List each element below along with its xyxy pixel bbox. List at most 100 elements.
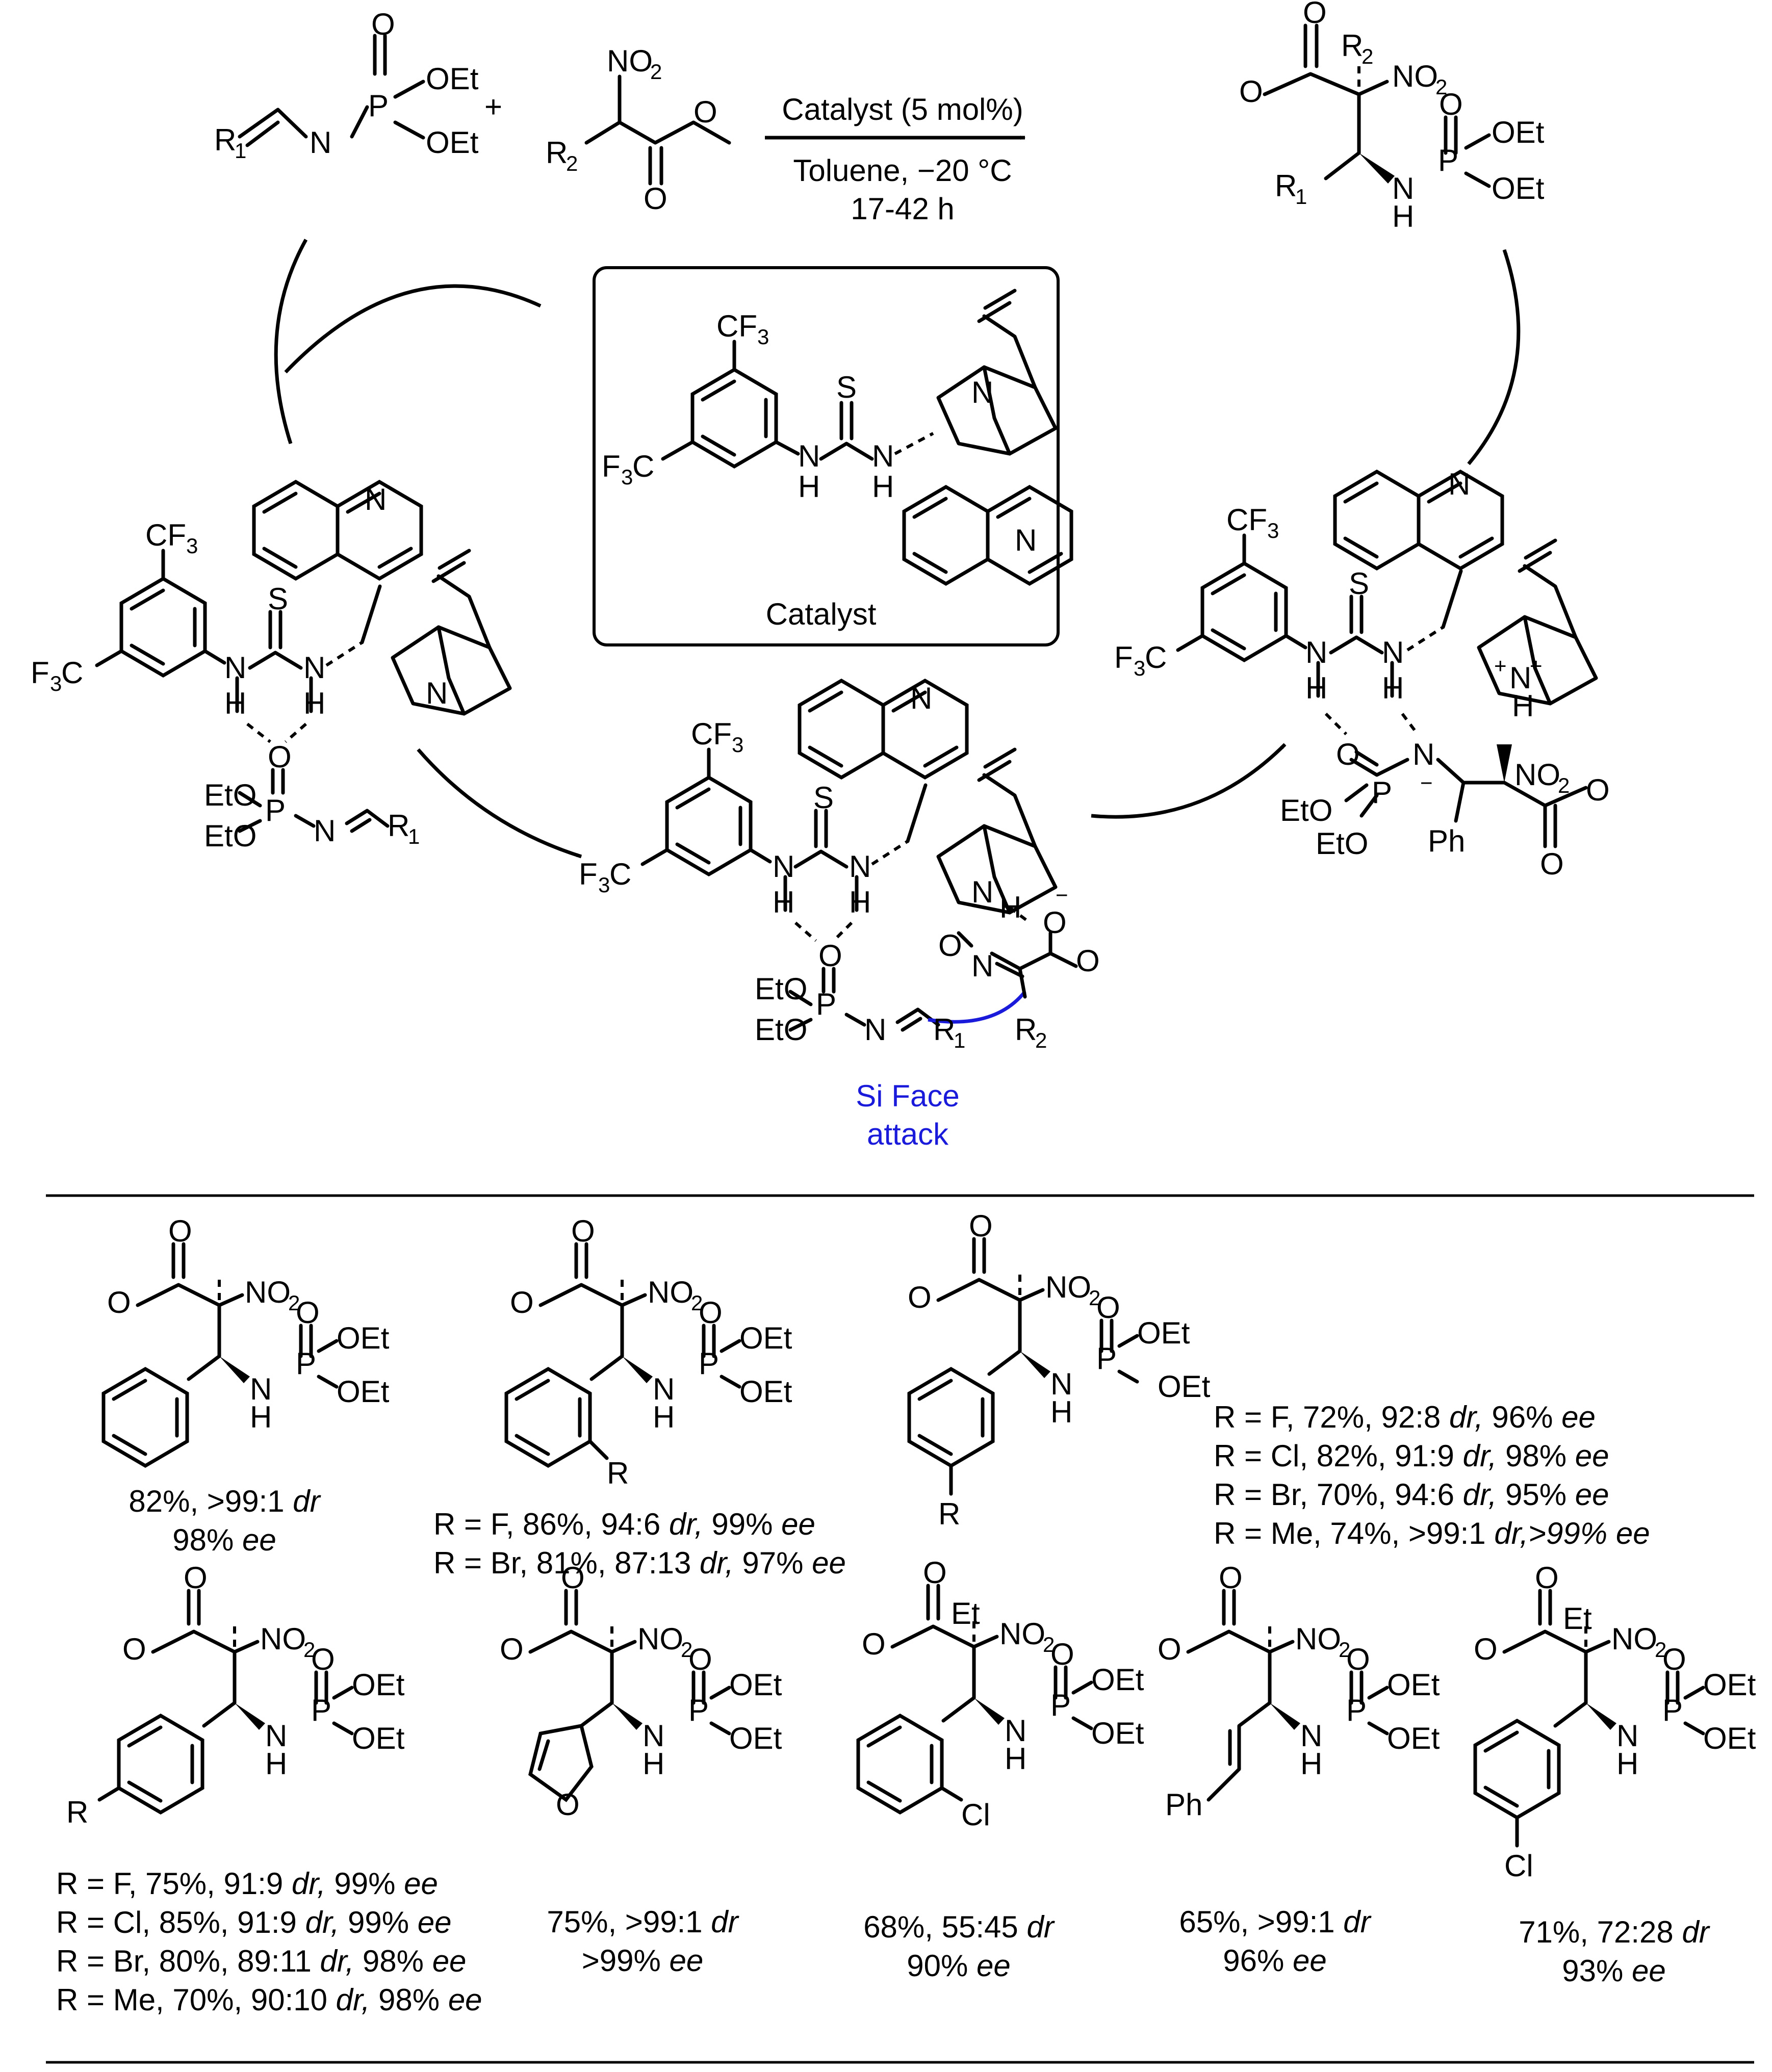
svg-text:N: N — [426, 676, 448, 710]
caption-segment: R = Cl, 82%, 91:9 — [1214, 1439, 1463, 1473]
caption-segment: dr, — [1449, 1400, 1483, 1434]
svg-text:H: H — [643, 1747, 664, 1781]
caption-segment: dr — [1343, 1905, 1371, 1939]
svg-text:OEt: OEt — [729, 1668, 782, 1702]
svg-text:2: 2 — [1558, 773, 1570, 797]
svg-text:O: O — [500, 1632, 524, 1666]
svg-text:O: O — [688, 1642, 712, 1676]
product-4-caption-line-2: R = Cl, 85%, 91:9 dr, 99% ee — [56, 1905, 452, 1939]
caption-segment: ee — [977, 1949, 1011, 1983]
svg-text:2: 2 — [1655, 1638, 1666, 1662]
caption-segment: ee — [1561, 1400, 1596, 1434]
svg-text:NO: NO — [607, 44, 653, 78]
svg-text:N: N — [971, 875, 993, 909]
caption-segment: ee — [404, 1867, 438, 1901]
svg-text:N: N — [1300, 1719, 1322, 1753]
svg-text:N: N — [773, 849, 794, 884]
svg-text:NO: NO — [1392, 59, 1438, 93]
svg-text:2: 2 — [681, 1638, 692, 1662]
svg-text:O: O — [561, 1561, 585, 1595]
svg-text:OEt: OEt — [352, 1668, 405, 1702]
svg-text:3: 3 — [1267, 519, 1279, 542]
caption-segment: 68%, 55:45 — [863, 1910, 1026, 1944]
svg-text:H: H — [798, 470, 820, 504]
svg-text:H: H — [653, 1400, 675, 1434]
svg-text:O: O — [818, 939, 842, 973]
svg-text:OEt: OEt — [1703, 1668, 1756, 1702]
svg-text:2: 2 — [1035, 1028, 1047, 1052]
product-4-caption-line-1: R = F, 75%, 91:9 dr, 99% ee — [56, 1867, 438, 1901]
product-2-caption-line-1: R = F, 86%, 94:6 dr, 99% ee — [433, 1507, 815, 1541]
svg-text:O: O — [938, 928, 962, 963]
svg-text:OEt: OEt — [1091, 1716, 1144, 1750]
svg-text:O: O — [1586, 773, 1610, 807]
product-3-caption-line-3: R = Br, 70%, 94:6 dr, 95% ee — [1214, 1478, 1609, 1512]
svg-text:O: O — [311, 1642, 335, 1676]
svg-text:N: N — [1392, 171, 1414, 205]
svg-text:O: O — [862, 1627, 886, 1661]
svg-text:O: O — [556, 1788, 580, 1822]
svg-text:O: O — [923, 1556, 947, 1590]
svg-text:NO: NO — [1514, 758, 1560, 792]
nitroester-reactant: NO2 R2 O O — [546, 44, 731, 216]
product-7-caption-line-2: 96% ee — [1223, 1944, 1327, 1978]
svg-text:NO: NO — [1045, 1270, 1091, 1304]
caption-segment: dr, — [336, 1983, 370, 2017]
svg-text:OEt: OEt — [1387, 1721, 1440, 1755]
svg-text:NO: NO — [245, 1275, 291, 1309]
product-6-caption-line-1: 68%, 55:45 dr — [863, 1910, 1055, 1944]
svg-text:CF: CF — [145, 518, 186, 552]
caption-segment: 98% — [172, 1523, 242, 1557]
condition-bottom-2: 17-42 h — [851, 192, 955, 226]
catalyst-box — [593, 266, 1060, 646]
svg-text:1: 1 — [235, 139, 246, 163]
svg-text:O: O — [644, 182, 667, 216]
caption-segment: dr, — [305, 1905, 340, 1939]
product-4-caption-line-3: R = Br, 80%, 89:11 dr, 98% ee — [56, 1944, 466, 1978]
caption-segment: ee — [418, 1905, 452, 1939]
svg-text:O: O — [122, 1632, 146, 1666]
svg-text:EtO: EtO — [204, 819, 256, 853]
svg-text:O: O — [1540, 847, 1564, 881]
svg-text:Cl: Cl — [961, 1798, 990, 1832]
svg-text:2: 2 — [566, 151, 578, 175]
svg-text:P: P — [1438, 143, 1458, 177]
caption-segment: ee — [1575, 1478, 1609, 1512]
svg-text:N: N — [1509, 661, 1531, 695]
caption-segment: R = Me, 70%, 90:10 — [56, 1983, 336, 2017]
svg-text:P: P — [1346, 1693, 1367, 1727]
svg-text:N: N — [1448, 467, 1470, 501]
svg-text:F: F — [1114, 640, 1133, 675]
caption-segment: ee — [1616, 1516, 1650, 1550]
caption-segment: dr — [1026, 1910, 1055, 1944]
caption-segment: >99% — [582, 1944, 670, 1978]
caption-segment: ee — [432, 1944, 467, 1978]
svg-text:O: O — [908, 1280, 932, 1314]
caption-segment: 96% — [1483, 1400, 1561, 1434]
svg-text:N: N — [250, 1372, 272, 1406]
svg-text:O: O — [1239, 74, 1263, 109]
svg-text:2: 2 — [288, 1291, 300, 1315]
svg-text:R: R — [388, 809, 409, 843]
cycle-arrow-down — [274, 239, 308, 445]
svg-text:N: N — [1005, 1714, 1026, 1748]
svg-text:F: F — [579, 857, 598, 891]
svg-text:R: R — [938, 1497, 960, 1531]
caption-segment: 98% — [370, 1983, 448, 2017]
svg-text:N: N — [310, 125, 331, 160]
svg-text:EtO: EtO — [755, 972, 807, 1006]
svg-text:NO: NO — [1295, 1622, 1341, 1656]
svg-text:1: 1 — [954, 1028, 965, 1052]
svg-text:S: S — [268, 582, 288, 616]
svg-text:N: N — [265, 1719, 287, 1753]
caption-segment: ee — [670, 1944, 704, 1978]
svg-text:P: P — [1050, 1688, 1071, 1722]
svg-text:2: 2 — [303, 1638, 315, 1662]
